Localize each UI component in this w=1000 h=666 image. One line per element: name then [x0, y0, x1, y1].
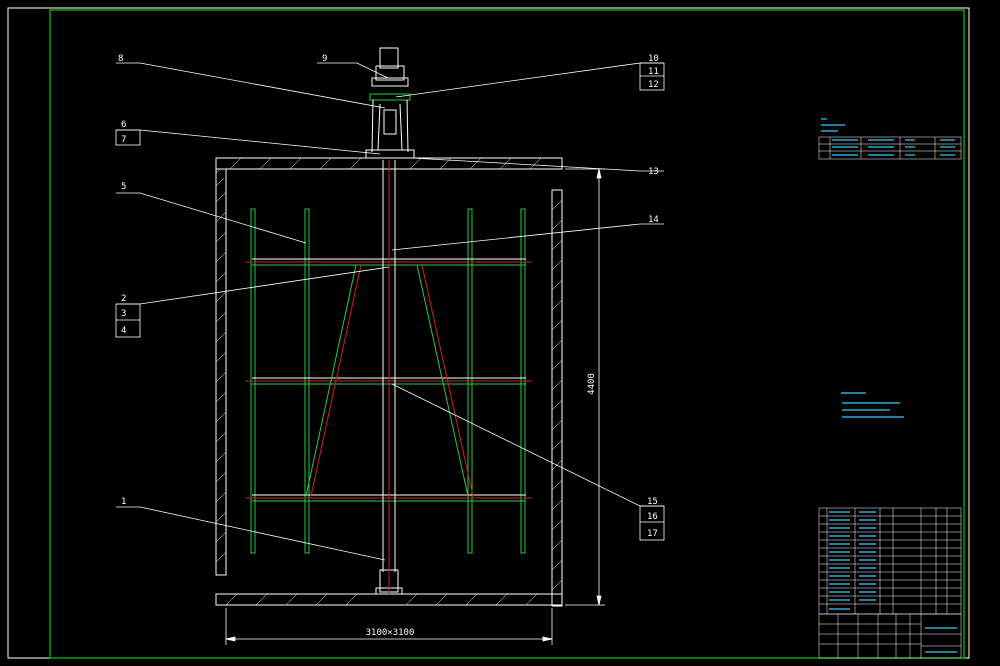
callout-4: 4 [121, 326, 126, 336]
callout-14: 14 [648, 215, 659, 225]
callout-boxes [115, 62, 665, 541]
spec-table-scribbles [821, 118, 955, 156]
width-dimension-label: 3100×3100 [366, 628, 415, 638]
leader-lines [116, 62, 664, 561]
bottom-bearing [375, 566, 403, 595]
tank-right-wall [551, 189, 563, 607]
callout-8: 8 [118, 54, 123, 64]
inner-frame [49, 9, 965, 659]
motor [379, 47, 399, 69]
diagonal-braces [305, 264, 474, 497]
drive-unit [365, 47, 415, 159]
callout-6: 6 [121, 120, 126, 130]
callout-11: 11 [648, 67, 659, 77]
callout-9: 9 [322, 54, 327, 64]
title-block-scribbles [829, 511, 957, 653]
agitator-shaft [382, 160, 396, 572]
callouts: 8 9 10 11 12 6 7 13 5 14 2 3 4 1 15 16 1… [118, 54, 659, 539]
tank-bottom [215, 593, 563, 606]
height-dimension [565, 168, 605, 606]
callout-1: 1 [121, 497, 126, 507]
callout-17: 17 [647, 529, 658, 539]
callout-15: 15 [647, 497, 658, 507]
title-block [818, 507, 962, 659]
width-dimension [225, 608, 553, 645]
callout-13: 13 [648, 167, 659, 177]
outer-frame [7, 7, 970, 659]
callout-7: 7 [121, 135, 126, 145]
technical-notes [841, 392, 904, 418]
callout-16: 16 [647, 512, 658, 522]
tank-left-wall [215, 168, 227, 576]
callout-3: 3 [121, 309, 126, 319]
spec-table [818, 136, 962, 160]
callout-5: 5 [121, 182, 126, 192]
callout-12: 12 [648, 80, 659, 90]
callout-2: 2 [121, 294, 126, 304]
callout-10: 10 [648, 54, 659, 64]
height-dimension-label: 4400 [587, 373, 597, 395]
